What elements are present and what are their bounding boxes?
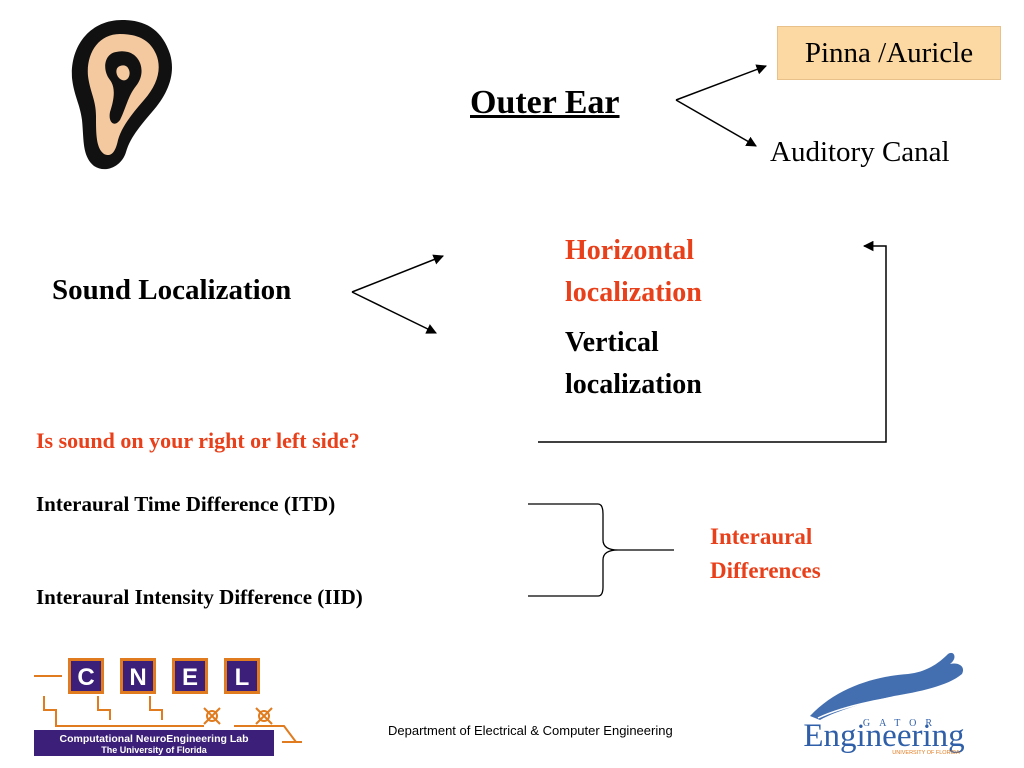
auditory-canal-label: Auditory Canal xyxy=(770,136,950,168)
pinna-auricle-box: Pinna /Auricle xyxy=(777,26,1001,80)
gator-university: UNIVERSITY OF FLORIDA xyxy=(892,750,960,756)
horizontal-localization-label: Horizontal localization xyxy=(565,235,702,308)
department-label: Department of Electrical & Computer Engi… xyxy=(388,723,673,738)
cnel-lab-name: Computational NeuroEngineering Lab xyxy=(59,733,248,745)
iid-label: Interaural Intensity Difference (IID) xyxy=(36,585,363,609)
ear-icon xyxy=(71,20,172,170)
question-text: Is sound on your right or left side? xyxy=(36,428,360,453)
gator-arc-text: GATOR xyxy=(863,718,941,729)
arrow-to-pinna xyxy=(675,64,767,101)
interaural-differences-label: Interaural Differences xyxy=(710,524,821,583)
cnel-letter-n: N xyxy=(129,664,146,691)
arrow-down-localization xyxy=(351,291,437,334)
cnel-university: The University of Florida xyxy=(101,745,208,755)
gator-engineering-logo: GATOR Engineering UNIVERSITY OF FLORIDA xyxy=(803,652,965,756)
vertical-localization-label: Vertical localization xyxy=(565,327,702,400)
gator-engineering-word: Engineering xyxy=(803,718,964,754)
itd-label: Interaural Time Difference (ITD) xyxy=(36,492,336,516)
arrow-question-to-horizontal xyxy=(538,240,887,443)
cnel-lab-logo: C N E L Computational NeuroEngineering L… xyxy=(34,658,302,756)
cnel-letter-e: E xyxy=(182,664,198,691)
cnel-letter-l: L xyxy=(235,664,250,691)
interaural-brace xyxy=(528,503,674,597)
cnel-letter-c: C xyxy=(77,664,94,691)
arrow-up-localization xyxy=(351,254,444,293)
sound-localization-label: Sound Localization xyxy=(52,274,292,306)
arrow-to-auditory-canal xyxy=(675,99,757,147)
page-title: Outer Ear xyxy=(470,84,620,121)
